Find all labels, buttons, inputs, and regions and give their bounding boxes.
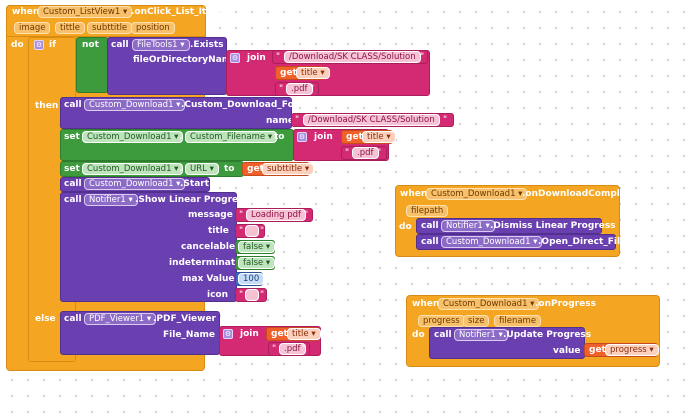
call-label: call bbox=[111, 40, 129, 50]
open-direct-file-method: .Open_Direct_File bbox=[538, 237, 627, 247]
arg-max-value: max Value bbox=[182, 274, 235, 284]
update-progress-method: .Update Progress bbox=[503, 330, 592, 340]
gear-icon[interactable]: ⚙ bbox=[230, 53, 240, 63]
get-label: get bbox=[247, 164, 264, 174]
name-arg: name bbox=[266, 116, 294, 126]
folder-path-string[interactable]: /Download/SK CLASS/Solution bbox=[303, 114, 440, 126]
subttitle-dropdown[interactable]: subttitle ▾ bbox=[262, 163, 315, 175]
title-dropdown[interactable]: title ▾ bbox=[296, 67, 330, 79]
do-label: do bbox=[11, 40, 24, 50]
exists-method: .Exists bbox=[190, 40, 224, 50]
notifier-dropdown[interactable]: Notifier1 ▾ bbox=[84, 194, 138, 206]
component-dropdown[interactable]: Custom_Download1 ▾ bbox=[426, 188, 528, 200]
call-label: call bbox=[421, 221, 439, 231]
call-label: call bbox=[64, 100, 82, 110]
then-label: then bbox=[35, 101, 59, 111]
pdf-viewer-method: .PDF_Viewer bbox=[153, 314, 216, 324]
param-size[interactable]: size bbox=[463, 315, 490, 327]
progress-dropdown[interactable]: progress ▾ bbox=[605, 344, 659, 356]
call-label: call bbox=[421, 237, 439, 247]
notifier-dropdown[interactable]: Notifier1 ▾ bbox=[441, 220, 495, 232]
indeterminate-dropdown[interactable]: false ▾ bbox=[238, 257, 276, 269]
when-label: when bbox=[412, 299, 440, 309]
when-label: when bbox=[12, 7, 40, 17]
gear-icon[interactable]: ⚙ bbox=[297, 132, 307, 142]
custom-filename-dropdown[interactable]: Custom_Filename ▾ bbox=[185, 131, 278, 143]
start-method: .Start bbox=[180, 179, 210, 189]
param-position[interactable]: position bbox=[131, 22, 175, 34]
arg-title: title bbox=[208, 226, 229, 236]
file-name-arg: File_Name bbox=[163, 330, 216, 340]
custom-download-dropdown[interactable]: Custom_Download1 ▾ bbox=[84, 99, 186, 111]
component-dropdown[interactable]: Custom_Download1 ▾ bbox=[438, 298, 540, 310]
show-linear-progress-block[interactable] bbox=[60, 192, 237, 302]
if-label: if bbox=[49, 40, 57, 50]
param-subttitle[interactable]: subttitle bbox=[87, 22, 133, 34]
call-label: call bbox=[434, 330, 452, 340]
when-label: when bbox=[400, 189, 428, 199]
not-label: not bbox=[82, 40, 99, 50]
custom-download-dropdown[interactable]: Custom_Download1 ▾ bbox=[441, 236, 543, 248]
max-value-number[interactable]: 100 bbox=[238, 273, 265, 285]
cancelable-dropdown[interactable]: false ▾ bbox=[238, 241, 276, 253]
pdf-string[interactable]: .pdf bbox=[286, 83, 313, 95]
gear-icon[interactable]: ⚙ bbox=[34, 40, 44, 50]
call-label: call bbox=[64, 195, 82, 205]
get-label: get bbox=[346, 132, 363, 142]
filetools-dropdown[interactable]: FileTools1 ▾ bbox=[132, 39, 190, 51]
empty-string[interactable] bbox=[245, 289, 259, 301]
title-dropdown[interactable]: title ▾ bbox=[287, 328, 321, 340]
to-label: to bbox=[274, 132, 285, 142]
message-string[interactable]: Loading pdf bbox=[246, 209, 307, 221]
custom-download-dropdown[interactable]: Custom_Download1 ▾ bbox=[82, 163, 184, 175]
pdf-string[interactable]: .pdf bbox=[352, 147, 379, 159]
get-label: get bbox=[280, 68, 297, 78]
call-label: call bbox=[64, 179, 82, 189]
param-filename[interactable]: filename bbox=[494, 315, 542, 327]
custom-download-dropdown[interactable]: Custom_Download1 ▾ bbox=[84, 178, 186, 190]
event-name: .onProgress bbox=[535, 299, 596, 309]
url-dropdown[interactable]: URL ▾ bbox=[185, 163, 219, 175]
join-label: join bbox=[314, 132, 333, 142]
set-label: set bbox=[64, 132, 80, 142]
param-progress[interactable]: progress bbox=[418, 315, 465, 327]
path-string[interactable]: /Download/SK CLASS/Solution bbox=[284, 51, 421, 63]
get-label: get bbox=[589, 345, 606, 355]
custom-download-dropdown[interactable]: Custom_Download1 ▾ bbox=[82, 131, 184, 143]
join-label: join bbox=[247, 53, 266, 63]
param-filepath[interactable]: filepath bbox=[406, 205, 449, 217]
file-or-directory-name-arg: fileOrDirectoryName bbox=[133, 55, 238, 65]
component-dropdown[interactable]: Custom_ListView1 ▾ bbox=[38, 6, 133, 18]
event-name: .onClick_List_Item bbox=[131, 7, 222, 17]
pdf-string[interactable]: .pdf bbox=[279, 343, 306, 355]
arg-message: message bbox=[188, 210, 233, 220]
arg-indeterminate: indeterminate bbox=[169, 258, 242, 268]
set-label: set bbox=[64, 164, 80, 174]
get-label: get bbox=[271, 329, 288, 339]
show-linear-progress-method: .Show Linear Progress bbox=[135, 195, 249, 205]
do-label: do bbox=[412, 330, 425, 340]
arg-icon: icon bbox=[207, 290, 229, 300]
pdf-viewer-dropdown[interactable]: PDF_Viewer1 ▾ bbox=[84, 313, 157, 325]
title-dropdown[interactable]: title ▾ bbox=[362, 131, 396, 143]
to-label: to bbox=[224, 164, 235, 174]
event-name: .onDownloadComplete bbox=[522, 189, 637, 199]
call-label: call bbox=[64, 314, 82, 324]
else-label: else bbox=[35, 314, 56, 324]
empty-string[interactable] bbox=[245, 225, 259, 237]
value-arg: value bbox=[553, 346, 581, 356]
do-label: do bbox=[399, 222, 412, 232]
download-folder-method: .Custom_Download_Folder bbox=[181, 100, 314, 110]
arg-cancelable: cancelable bbox=[181, 242, 236, 252]
dismiss-method: .Dismiss Linear Progress bbox=[490, 221, 616, 231]
param-image[interactable]: image bbox=[14, 22, 51, 34]
notifier-dropdown[interactable]: Notifier1 ▾ bbox=[454, 329, 508, 341]
join-label: join bbox=[240, 329, 259, 339]
param-tittle[interactable]: tittle bbox=[55, 22, 85, 34]
gear-icon[interactable]: ⚙ bbox=[223, 329, 233, 339]
